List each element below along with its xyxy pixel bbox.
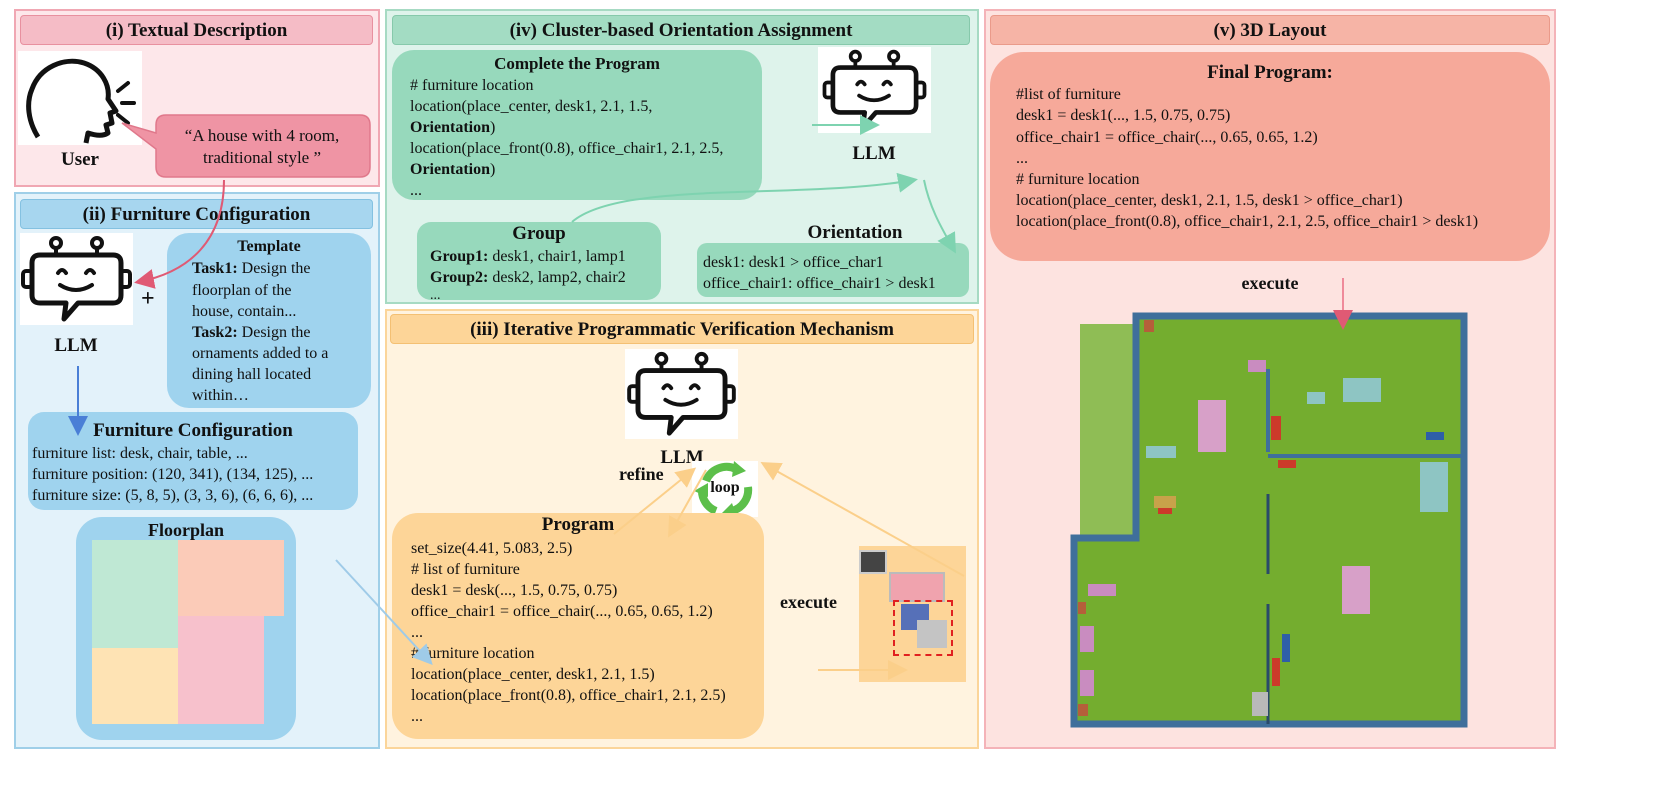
group2-line: Group2: desk2, lamp2, chair2	[430, 269, 626, 286]
program-line: desk1 = desk(..., 1.5, 0.75, 0.75)	[411, 582, 618, 599]
llm-label-ii: LLM	[54, 335, 98, 356]
group-more: ...	[430, 288, 441, 303]
render-thumbnail	[859, 546, 966, 682]
program-heading: Program	[541, 514, 615, 535]
complete-program-heading: Complete the Program	[494, 54, 660, 73]
furniture-config-line1: furniture list: desk, chair, table, ...	[32, 445, 248, 462]
loop-arrows-icon: loop	[692, 461, 758, 517]
final-line: location(place_center, desk1, 2.1, 1.5, …	[1016, 192, 1403, 209]
complete-program-line2: location(place_center, desk1, 2.1, 1.5,	[410, 98, 653, 115]
group-bubble	[417, 222, 661, 300]
floorplan-room-peach	[178, 540, 284, 616]
refine-label: refine	[619, 464, 664, 484]
program-line: location(place_center, desk1, 2.1, 1.5)	[411, 666, 655, 683]
group1-line: Group1: desk1, chair1, lamp1	[430, 248, 626, 265]
template-task2-line4: within…	[192, 387, 249, 404]
arrow-llm-to-program	[668, 469, 707, 538]
orientation-bubble	[697, 243, 969, 297]
complete-program-line4: location(place_front(0.8), office_chair1…	[410, 140, 724, 157]
floorplan-room-green	[92, 540, 178, 648]
quote-line-1: “A house with 4 room,	[184, 126, 340, 145]
floorplan-label: Floorplan	[147, 520, 224, 540]
orientation-line1: desk1: desk1 > office_char1	[703, 254, 884, 271]
program-line: office_chair1 = office_chair(..., 0.65, …	[411, 603, 713, 620]
complete-program-line1: # furniture location	[410, 77, 534, 94]
floorplan-room-pink	[178, 616, 264, 724]
orientation-heading: Orientation	[807, 222, 903, 243]
panel-title-furniture-configuration: (ii) Furniture Configuration	[20, 199, 373, 229]
execute-label-iii: execute	[780, 592, 837, 612]
arrow-floorplan-to-program	[335, 559, 433, 665]
arrow-group-to-llm	[571, 172, 918, 223]
panel-title-cluster-orientation: (iv) Cluster-based Orientation Assignmen…	[392, 15, 970, 45]
final-line: ...	[1016, 150, 1028, 167]
thumb-gray-box	[917, 620, 947, 648]
final-line: office_chair1 = office_chair(..., 0.65, …	[1016, 129, 1318, 146]
final-line: #list of furniture	[1016, 86, 1121, 103]
template-task1-line3: house, contain...	[192, 303, 297, 320]
orientation-line2: office_chair1: office_chair1 > desk1	[703, 275, 936, 292]
llm-label-iv: LLM	[852, 143, 896, 164]
layout-3d-render	[1070, 312, 1468, 728]
template-task2-line3: dining hall located	[192, 366, 312, 383]
program-line: ...	[411, 624, 423, 641]
final-line: desk1 = desk1(..., 1.5, 0.75, 0.75)	[1016, 107, 1231, 124]
execute-label-v: execute	[1241, 273, 1299, 293]
quote-bubble: “A house with 4 room, traditional style …	[121, 113, 372, 179]
final-program-heading: Final Program:	[1207, 62, 1333, 83]
user-label: User	[61, 149, 99, 170]
group-heading: Group	[512, 223, 566, 244]
thumb-pink-box	[889, 572, 945, 602]
template-task2-line1: Task2: Design the	[192, 324, 311, 341]
program-line: # furniture location	[411, 645, 535, 662]
final-line: location(place_front(0.8), office_chair1…	[1016, 213, 1479, 230]
program-bubble	[392, 513, 764, 739]
thumb-dark-box	[859, 550, 887, 574]
speaking-person-icon	[18, 51, 142, 145]
plus-sign: +	[141, 286, 155, 312]
furniture-config-line3: furniture size: (5, 8, 5), (3, 3, 6), (6…	[32, 487, 314, 504]
template-task2-line2: ornaments added to a	[192, 345, 329, 362]
complete-program-line6: ...	[410, 182, 422, 199]
loop-label: loop	[710, 479, 740, 496]
robot-icon	[625, 349, 738, 439]
program-line: set_size(4.41, 5.083, 2.5)	[411, 540, 573, 557]
quote-line-2: traditional style ”	[202, 148, 322, 167]
furniture-config-heading: Furniture Configuration	[93, 420, 293, 441]
program-line: ...	[411, 708, 423, 725]
program-line: # list of furniture	[411, 561, 520, 578]
thumb-selection-box	[893, 600, 953, 656]
template-task1-line1: Task1: Design the	[192, 260, 311, 277]
complete-program-line5: Orientation)	[410, 161, 496, 178]
robot-icon	[20, 233, 133, 325]
arrow-thumbnail-to-llm	[760, 462, 965, 577]
final-program-bubble	[990, 52, 1550, 261]
program-line: location(place_front(0.8), office_chair1…	[411, 687, 726, 704]
template-task1-line2: floorplan of the	[192, 282, 292, 299]
panel-title-3d-layout: (v) 3D Layout	[990, 15, 1550, 45]
arrow-llm-to-orientation	[923, 179, 956, 254]
complete-program-line3: Orientation)	[410, 119, 496, 136]
template-heading: Template	[237, 238, 301, 255]
furniture-config-line2: furniture position: (120, 341), (134, 12…	[32, 466, 314, 483]
arrow-program-to-llm	[613, 467, 697, 535]
arrow-user-to-llm	[134, 179, 225, 289]
template-bubble	[167, 233, 371, 408]
panel-title-textual-description: (i) Textual Description	[20, 15, 373, 45]
floorplan-room-yellow	[92, 648, 178, 724]
final-line: # furniture location	[1016, 171, 1140, 188]
complete-program-bubble	[392, 50, 762, 200]
panel-title-verification: (iii) Iterative Programmatic Verificatio…	[390, 314, 974, 344]
